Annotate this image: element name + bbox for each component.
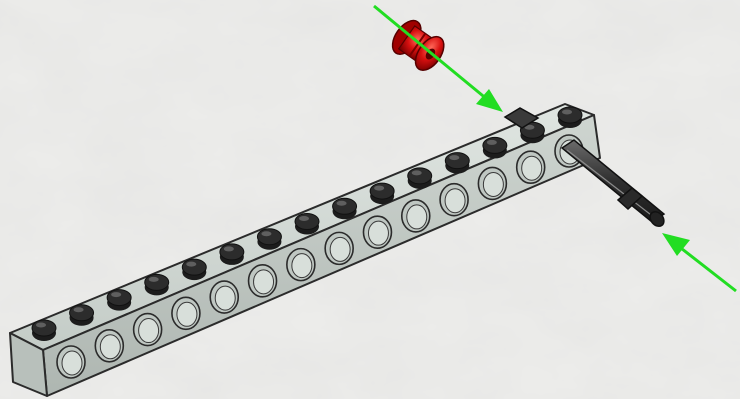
- beam-hole: [95, 330, 123, 362]
- beam-hole: [440, 184, 468, 216]
- beam-stud: [295, 214, 319, 235]
- beam-stud: [145, 274, 169, 295]
- beam-hole: [478, 167, 506, 199]
- beam-stud: [257, 229, 281, 250]
- beam-stud: [220, 244, 244, 265]
- beam-hole: [134, 314, 162, 346]
- beam-stud: [445, 153, 469, 174]
- beam-hole: [517, 151, 545, 183]
- beam-stud: [182, 259, 206, 280]
- beam-hole: [287, 249, 315, 281]
- beam-stud: [408, 168, 432, 189]
- beam-stud: [483, 137, 507, 158]
- beam-stud: [333, 198, 357, 219]
- beam-hole: [210, 281, 238, 313]
- beam-stud: [70, 305, 94, 326]
- beam-hole: [57, 346, 85, 378]
- beam-stud: [558, 107, 582, 128]
- beam-hole: [325, 232, 353, 264]
- beam-hole: [172, 297, 200, 329]
- beam-stud: [370, 183, 394, 204]
- beam-stud: [32, 320, 56, 341]
- beam-hole: [363, 216, 391, 248]
- beam-hole: [249, 265, 277, 297]
- beam-hole: [402, 200, 430, 232]
- beam-stud: [107, 290, 131, 311]
